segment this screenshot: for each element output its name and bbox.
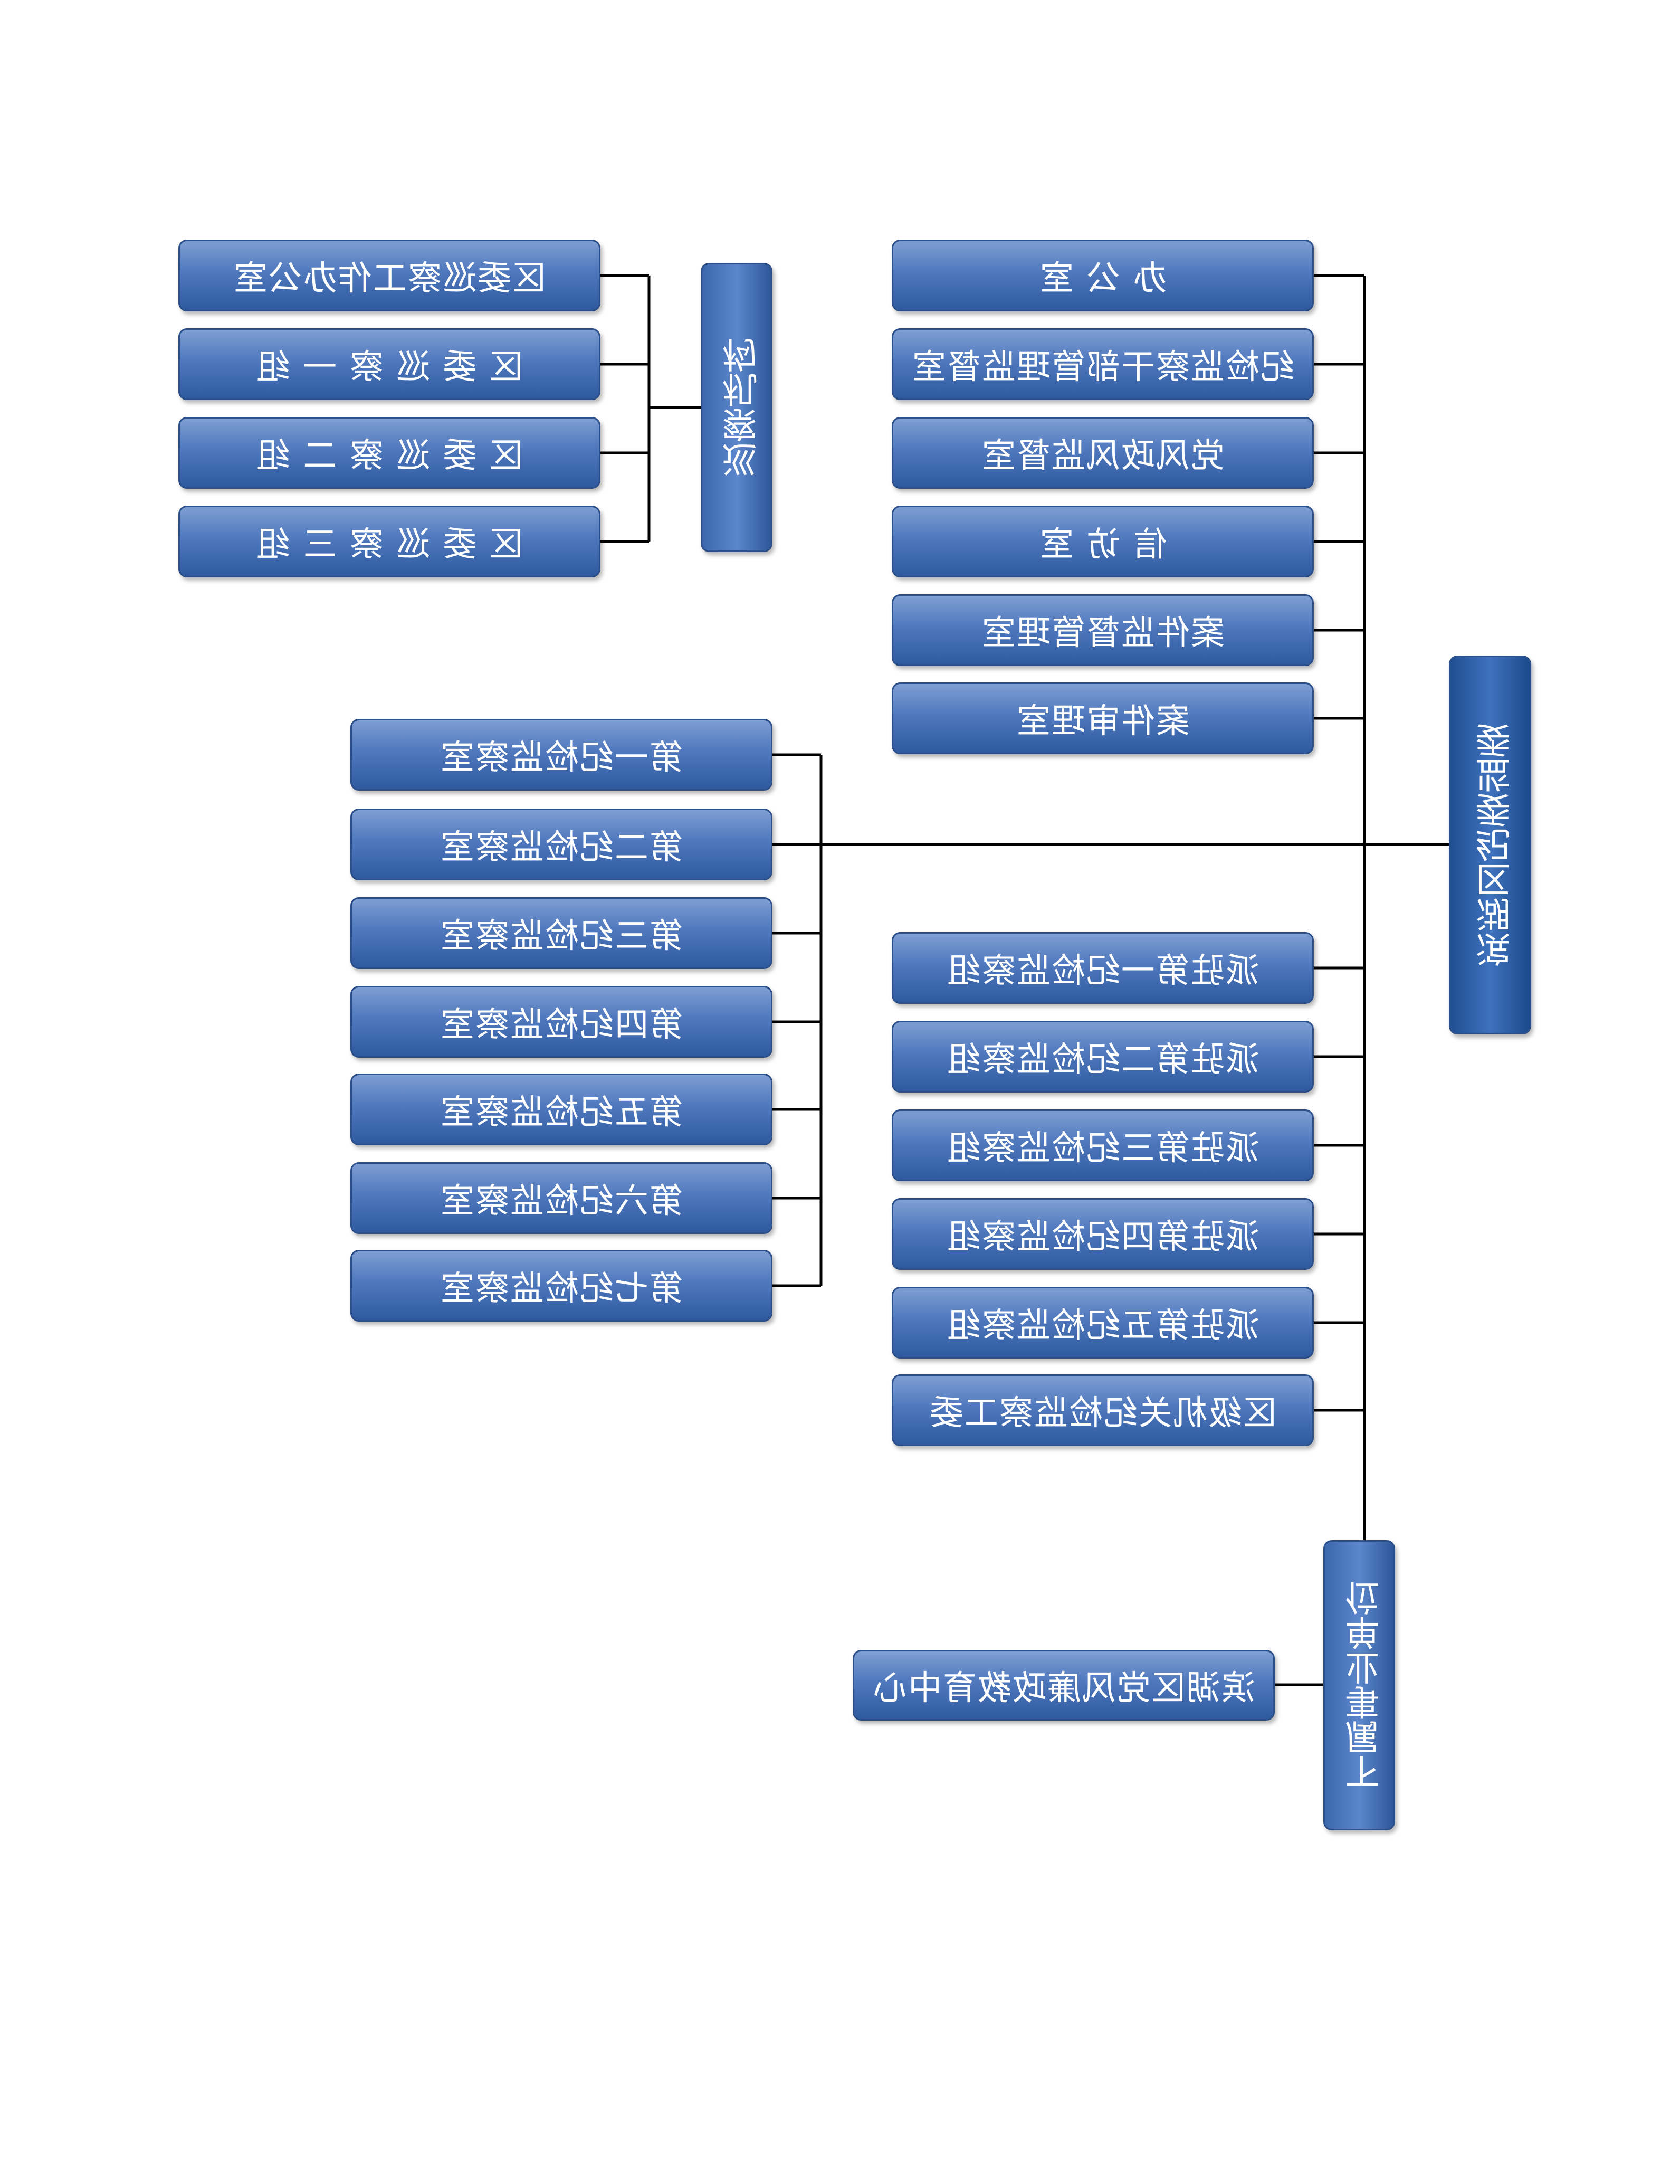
- inspection-group-box[interactable]: 区 委 巡 察 三 组: [178, 506, 600, 577]
- inspection-group-box[interactable]: 区 委 巡 察 二 组: [178, 417, 600, 489]
- office-box[interactable]: 信 访 室: [892, 506, 1314, 577]
- stationed-group-label: 派驻第五纪检监察组: [946, 1306, 1259, 1345]
- inspection-group-label: 区 委 巡 察 二 组: [255, 436, 523, 476]
- inspection-group-box[interactable]: 区委巡察工作办公室: [178, 240, 600, 311]
- office-box[interactable]: 党风政风监督室: [892, 417, 1314, 489]
- supervision-room-box[interactable]: 第四纪检监察室: [350, 986, 772, 1058]
- office-label: 案件审理室: [1016, 702, 1190, 741]
- stationed-group-label: 派驻第一纪检监察组: [946, 952, 1259, 991]
- stationed-group-label: 区级机关纪检监察工委: [929, 1394, 1277, 1433]
- inspection-group-label: 区 委 巡 察 三 组: [255, 525, 523, 564]
- inspection-dept-node[interactable]: 巡察机构: [701, 263, 772, 552]
- stationed-group-box[interactable]: 区级机关纪检监察工委: [892, 1374, 1314, 1446]
- office-label: 纪检监察干部管理监督室: [911, 348, 1294, 387]
- office-label: 党风政风监督室: [981, 436, 1225, 476]
- supervision-room-label: 第一纪检监察室: [440, 738, 683, 777]
- supervision-room-label: 第三纪检监察室: [440, 917, 683, 956]
- supervision-room-box[interactable]: 第六纪检监察室: [350, 1162, 772, 1234]
- supervision-room-label: 第二纪检监察室: [440, 828, 683, 867]
- office-box[interactable]: 案件审理室: [892, 682, 1314, 754]
- supervision-room-label: 第五纪检监察室: [440, 1093, 683, 1132]
- supervision-room-box[interactable]: 第三纪检监察室: [350, 897, 772, 969]
- stationed-group-box[interactable]: 派驻第五纪检监察组: [892, 1287, 1314, 1359]
- inspection-group-label: 区 委 巡 察 一 组: [255, 348, 523, 387]
- supervision-room-label: 第六纪检监察室: [440, 1182, 683, 1221]
- inspection-group-label: 区委巡察工作办公室: [233, 259, 546, 298]
- inspection-dept-label: 巡察机构: [716, 338, 757, 477]
- stationed-group-label: 派驻第三纪检监察组: [946, 1129, 1259, 1168]
- root-node-label: 滨湖区纪委监委: [1469, 723, 1511, 967]
- office-label: 办 公 室: [1038, 259, 1167, 298]
- affiliated-units-node[interactable]: 下属事业单位: [1323, 1540, 1395, 1830]
- supervision-room-box[interactable]: 第二纪检监察室: [350, 809, 772, 880]
- supervision-room-box[interactable]: 第一纪检监察室: [350, 719, 772, 791]
- supervision-room-label: 第四纪检监察室: [440, 1005, 683, 1044]
- stationed-group-label: 派驻第四纪检监察组: [946, 1218, 1259, 1257]
- stationed-group-label: 派驻第二纪检监察组: [946, 1040, 1259, 1079]
- stationed-group-box[interactable]: 派驻第三纪检监察组: [892, 1109, 1314, 1181]
- supervision-room-label: 第七纪检监察室: [440, 1269, 683, 1308]
- education-center-box[interactable]: 滨湖区党风廉政教育中心: [853, 1650, 1275, 1721]
- office-label: 案件监督管理室: [981, 614, 1225, 653]
- education-center-label: 滨湖区党风廉政教育中心: [872, 1669, 1255, 1708]
- affiliated-units-label: 下属事业单位: [1339, 1581, 1380, 1790]
- supervision-room-box[interactable]: 第五纪检监察室: [350, 1074, 772, 1145]
- office-box[interactable]: 纪检监察干部管理监督室: [892, 328, 1314, 400]
- supervision-room-box[interactable]: 第七纪检监察室: [350, 1250, 772, 1322]
- office-label: 信 访 室: [1038, 525, 1167, 564]
- stationed-group-box[interactable]: 派驻第一纪检监察组: [892, 932, 1314, 1004]
- office-box[interactable]: 案件监督管理室: [892, 594, 1314, 666]
- root-node[interactable]: 滨湖区纪委监委: [1449, 656, 1531, 1034]
- stationed-group-box[interactable]: 派驻第二纪检监察组: [892, 1021, 1314, 1093]
- office-box[interactable]: 办 公 室: [892, 240, 1314, 311]
- stationed-group-box[interactable]: 派驻第四纪检监察组: [892, 1198, 1314, 1270]
- inspection-group-box[interactable]: 区 委 巡 察 一 组: [178, 328, 600, 400]
